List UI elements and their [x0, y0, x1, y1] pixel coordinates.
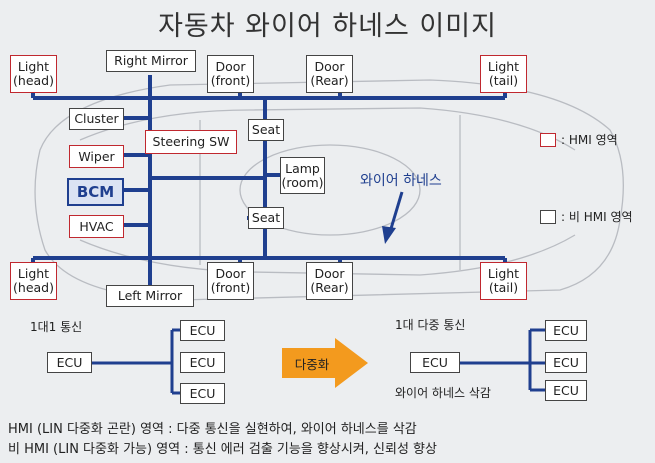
seat-top-box: Seat — [248, 119, 284, 141]
light-tail-bottom-box: Light (tail) — [480, 262, 527, 300]
wire-label-arrow — [382, 191, 404, 244]
legend-non-hmi-swatch — [540, 210, 556, 224]
lamp-room-box: Lamp (room) — [280, 157, 325, 194]
light-head-bottom-box: Light (head) — [10, 262, 57, 300]
right-mirror-box: Right Mirror — [106, 50, 196, 72]
left-main-ecu: ECU — [47, 352, 92, 373]
door-front-bottom-box: Door (front) — [207, 262, 254, 300]
bcm-box: BCM — [67, 178, 124, 206]
cluster-box: Cluster — [69, 108, 124, 130]
legend-non-hmi-label: : 비 HMI 영역 — [561, 210, 633, 224]
wire-harness-label: 와이어 하네스 — [360, 173, 442, 189]
right-ecu-3: ECU — [545, 380, 587, 401]
light-tail-top-box: Light (tail) — [480, 55, 527, 93]
legend-hmi-label: : HMI 영역 — [561, 133, 618, 147]
wiper-box: Wiper — [69, 145, 124, 168]
note-hmi: HMI (LIN 다중화 곤란) 영역 : 다중 통신을 실현하여, 와이어 하… — [8, 422, 417, 437]
left-ecu-2: ECU — [180, 352, 225, 373]
reduction-caption: 와이어 하네스 삭감 — [395, 386, 491, 400]
steering-sw-box: Steering SW — [145, 130, 237, 154]
door-rear-bottom-box: Door (Rear) — [306, 262, 353, 300]
multiplex-arrow — [282, 338, 368, 388]
right-main-ecu: ECU — [410, 352, 460, 373]
door-front-top-box: Door (front) — [207, 55, 254, 93]
one-to-one-label: 1대1 통신 — [30, 320, 83, 334]
one-to-many-label: 1대 다중 통신 — [395, 318, 466, 332]
note-non-hmi: 비 HMI (LIN 다중화 가능) 영역 : 통신 에러 검출 기능을 향상시… — [8, 442, 437, 457]
seat-bottom-box: Seat — [248, 207, 284, 229]
light-head-top-box: Light (head) — [10, 55, 57, 93]
hvac-box: HVAC — [69, 215, 124, 238]
topology-left-wires — [92, 328, 180, 395]
left-ecu-1: ECU — [180, 320, 225, 341]
page-title: 자동차 와이어 하네스 이미지 — [158, 11, 497, 42]
topology-right-wires — [460, 328, 545, 392]
left-ecu-3: ECU — [180, 383, 225, 404]
right-ecu-2: ECU — [545, 352, 587, 373]
multiplex-arrow-label: 다중화 — [294, 356, 330, 372]
legend-hmi-swatch — [540, 133, 556, 147]
left-mirror-box: Left Mirror — [106, 285, 194, 307]
door-rear-top-box: Door (Rear) — [306, 55, 353, 93]
right-ecu-1: ECU — [545, 320, 587, 341]
